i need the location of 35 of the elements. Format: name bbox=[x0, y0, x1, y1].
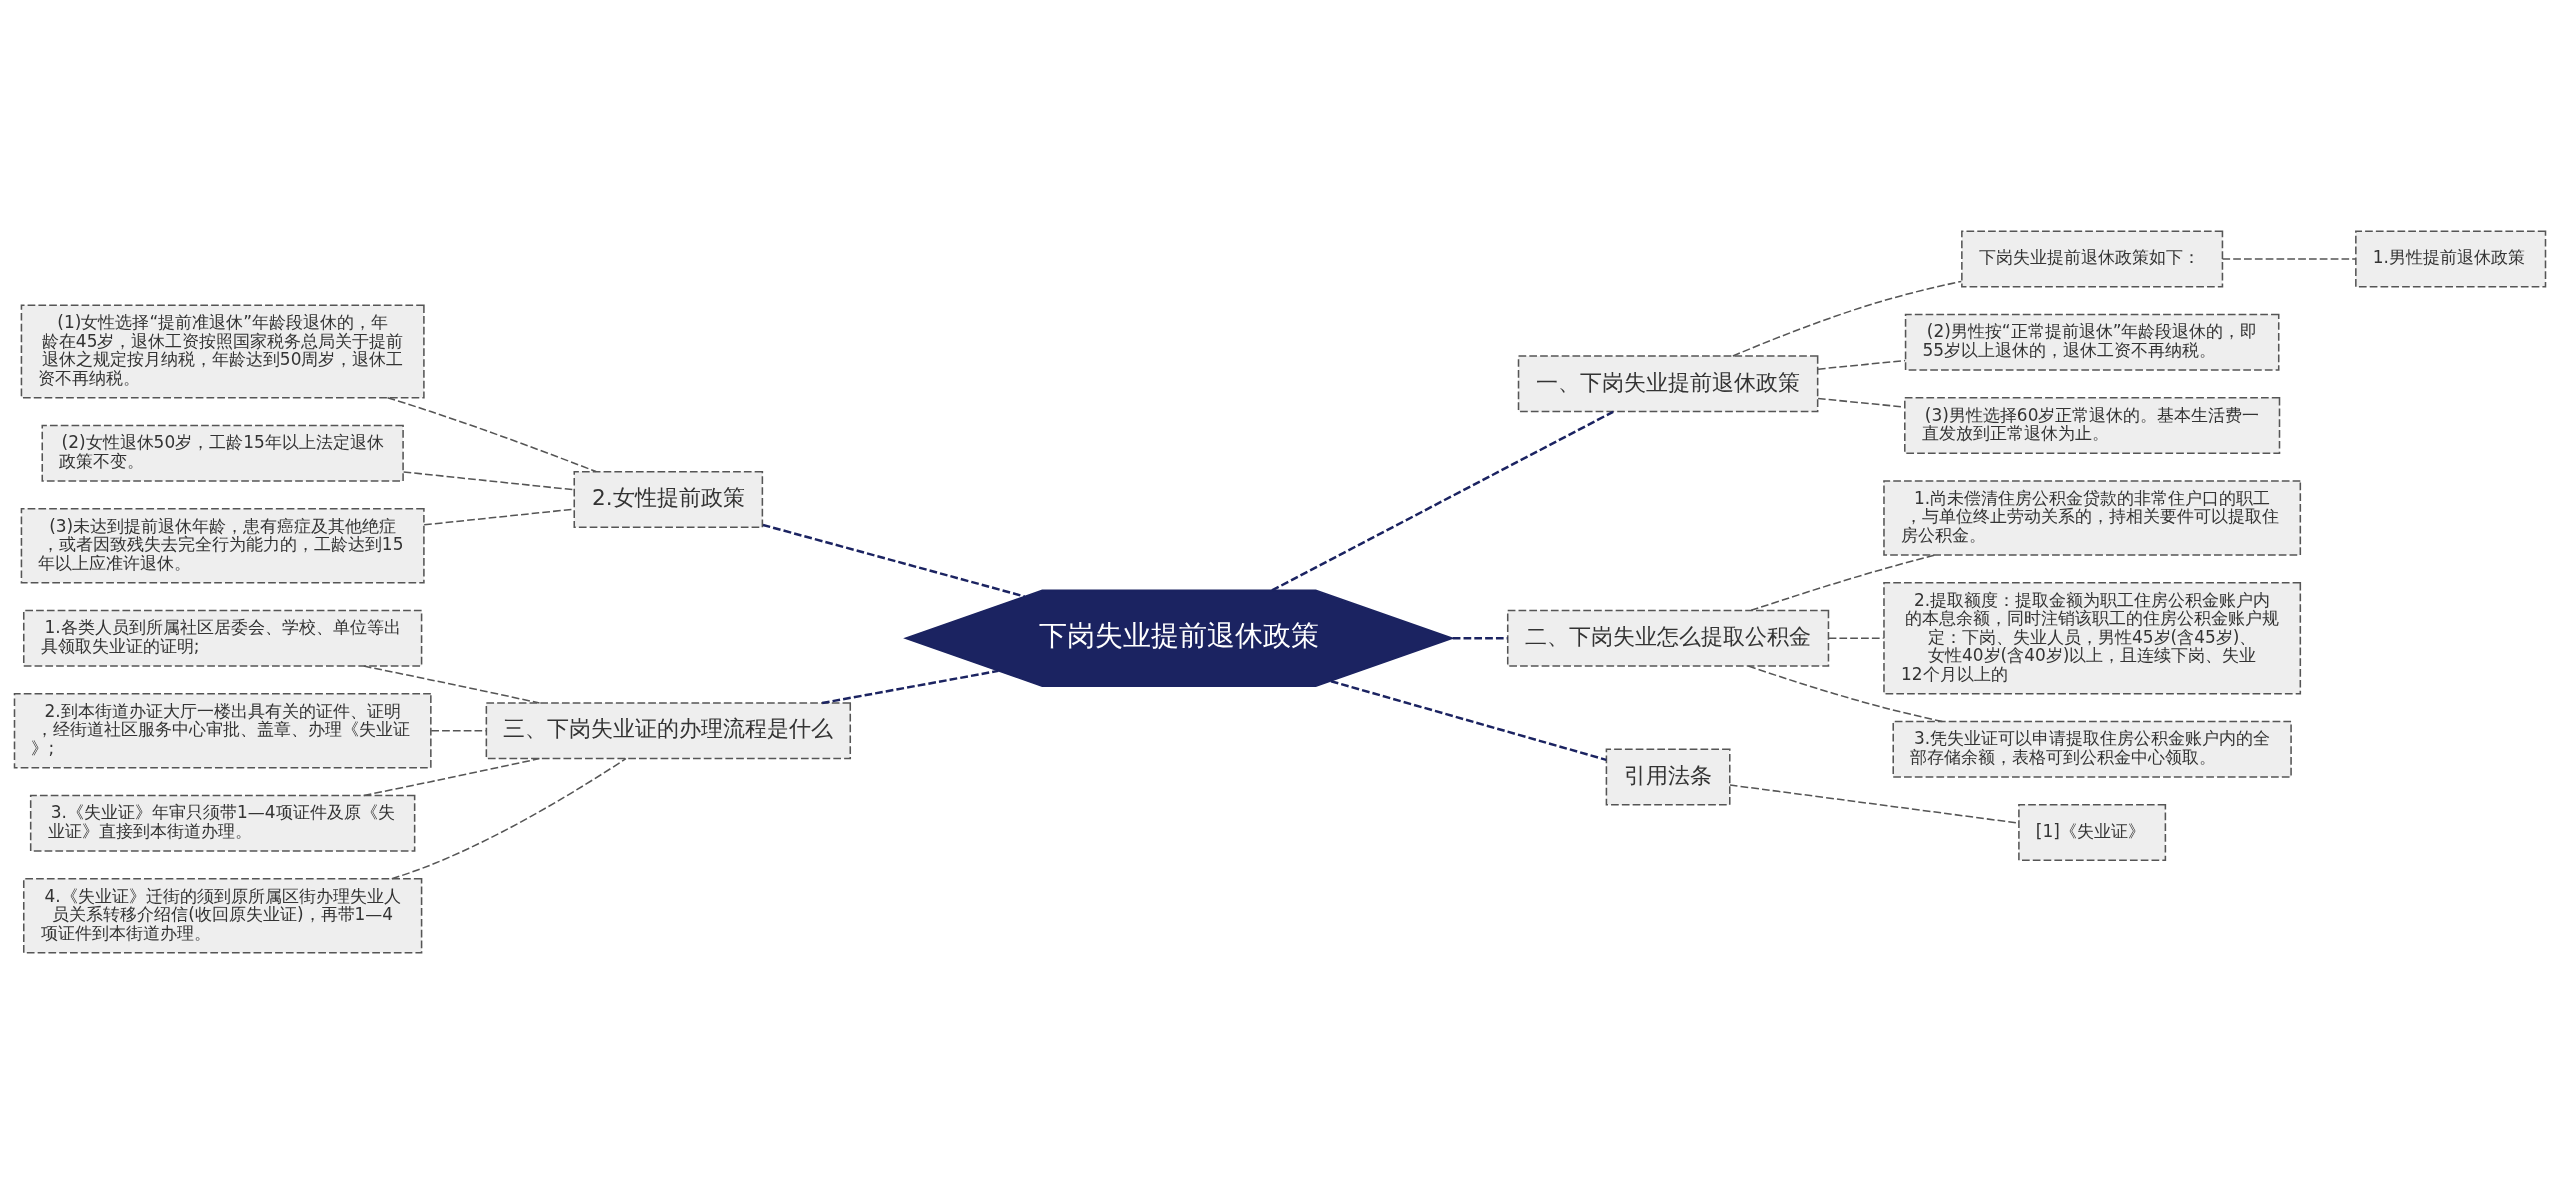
connector bbox=[1330, 679, 1607, 761]
connector bbox=[1828, 637, 1885, 639]
connector bbox=[402, 470, 575, 491]
node-box: 引用法条 bbox=[1605, 748, 1731, 806]
node-box: (2)女性退休50岁，工龄15年以上法定退休政策不变。 bbox=[41, 424, 404, 482]
node-box: 3.凭失业证可以申请提取住房公积金账户内的全部存储余额，表格可到公积金中心领取。 bbox=[1892, 720, 2292, 778]
node-box: 1.各类人员到所属社区居委会、学校、单位等出具领取失业证的证明; bbox=[23, 609, 423, 667]
node-box: 下岗失业提前退休政策如下： bbox=[1961, 229, 2224, 287]
connector bbox=[363, 664, 541, 704]
node-box: 二、下岗失业怎么提取公积金 bbox=[1506, 609, 1830, 667]
node-box: (3)男性选择60岁正常退休的。基本生活费一直发放到正常退休为止。 bbox=[1904, 396, 2281, 454]
node-box: 2.提取额度：提取金额为职工住房公积金账户内的本息余额，同时注销该职工的住房公积金账户规定：下岗、失业人员，男性45岁(含45岁)、女性40岁(含40岁)以上，且连续下岗、失业12个月以上的 bbox=[1883, 581, 2302, 695]
node-box: (2)男性按“正常提前退休”年龄段退休的，即55岁以上退休的，退休工资不再纳税。 bbox=[1904, 313, 2280, 371]
connector bbox=[821, 669, 999, 704]
connector bbox=[762, 523, 1025, 598]
connector bbox=[391, 757, 627, 879]
connector bbox=[430, 729, 487, 732]
connector bbox=[1817, 359, 1906, 370]
node-box: 2.到本街道办证大厅一楼出具有关的证件、证明，经街道社区服务中心审批、盖章、办理《失业证》; bbox=[13, 692, 432, 769]
node-box: 2.女性提前政策 bbox=[573, 470, 764, 528]
node-box: (1)女性选择“提前准退休”年龄段退休的，年龄在45岁，退休工资按照国家税务总局关于提前退休之规定按月纳税，年龄达到50周岁，退休工资不再纳税。 bbox=[20, 303, 425, 398]
node-box: 3.《失业证》年审只须带1—4项证件及原《失业证》直接到本街道办理。 bbox=[29, 794, 416, 852]
connector bbox=[1747, 664, 1944, 722]
node-box: 1.尚未偿清住房公积金贷款的非常住户口的职工，与单位终止劳动关系的，持相关要件可以提取住房公积金。 bbox=[1883, 479, 2302, 556]
connector bbox=[2221, 257, 2357, 260]
node-box: [1]《失业证》 bbox=[2018, 803, 2167, 861]
connector bbox=[1732, 280, 1963, 357]
node-box: 三、下岗失业证的办理流程是什么 bbox=[485, 701, 852, 759]
node-box: 4.《失业证》迁街的须到原所属区街办理失业人员关系转移介绍信(收回原失业证)，再带1—4项证件到本街道办理。 bbox=[23, 877, 423, 954]
node-box: 1.男性提前退休政策 bbox=[2355, 229, 2547, 287]
connector bbox=[1750, 553, 1936, 611]
node-box: (3)未达到提前退休年龄，患有癌症及其他绝症，或者因致残失去完全行为能力的，工龄达到15年以上应准许退休。 bbox=[20, 507, 425, 583]
connector bbox=[1271, 410, 1614, 591]
connector bbox=[363, 757, 541, 796]
node-box: 一、下岗失业提前退休政策 bbox=[1517, 354, 1819, 412]
